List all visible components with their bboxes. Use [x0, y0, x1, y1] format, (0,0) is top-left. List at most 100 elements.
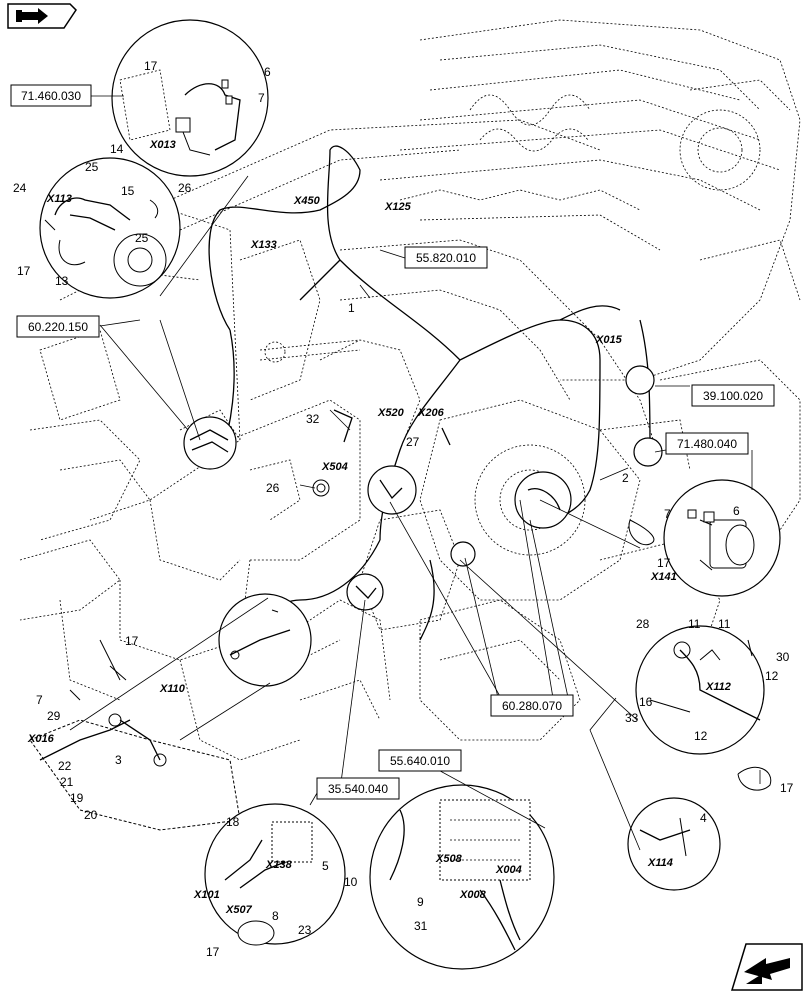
ref-box-60-280-070[interactable]: 60.280.070: [490, 694, 574, 717]
connector-x112: X112: [705, 681, 731, 693]
part-30: 30: [776, 650, 790, 664]
connector-x013: X013: [149, 139, 176, 151]
part-33: 33: [625, 711, 639, 725]
connector-x508: X508: [435, 853, 463, 865]
ref-box-55-820-010[interactable]: 55.820.010: [404, 246, 488, 269]
part-23: 23: [298, 923, 312, 937]
part-18: 18: [226, 815, 240, 829]
connector-x206: X206: [417, 407, 445, 419]
part-2: 2: [622, 471, 629, 485]
detail-bubble-x113: [39, 157, 181, 299]
svg-text:60.220.150: 60.220.150: [28, 320, 88, 334]
part-10: 10: [344, 875, 358, 889]
connector-x016: X016: [27, 733, 55, 745]
connector-x520: X520: [377, 407, 405, 419]
connector-x138: X138: [265, 859, 293, 871]
part-31: 31: [414, 919, 428, 933]
part-19: 19: [70, 791, 84, 805]
connector-x101: X101: [193, 889, 220, 901]
part-7b: 7: [36, 693, 43, 707]
main-harness: [208, 145, 651, 651]
connector-x133: X133: [250, 239, 277, 251]
part-12: 12: [765, 669, 779, 683]
part-32: 32: [306, 412, 320, 426]
ref-box-71-460-030[interactable]: 71.460.030: [10, 84, 92, 107]
detail-bubble-x112: [635, 625, 765, 755]
ref-box-60-220-150[interactable]: 60.220.150: [16, 315, 100, 338]
part-24: 24: [13, 181, 27, 195]
detail-bubble-small-left: [183, 416, 237, 470]
part-25b: 25: [135, 231, 149, 245]
detail-bubble-x508: [369, 784, 555, 970]
part-25: 25: [85, 160, 99, 174]
svg-text:60.280.070: 60.280.070: [502, 699, 562, 713]
part-12b: 12: [694, 729, 708, 743]
connector-x141: X141: [650, 571, 677, 583]
part-6: 6: [264, 65, 271, 79]
connector-x504: X504: [321, 461, 348, 473]
part-17c: 17: [657, 556, 671, 570]
part-15: 15: [121, 184, 135, 198]
part-26b: 26: [266, 481, 280, 495]
part-22: 22: [58, 759, 72, 773]
connector-x110: X110: [159, 683, 186, 695]
connector-x004: X004: [495, 864, 522, 876]
part-6b: 6: [733, 504, 740, 518]
part-14: 14: [110, 142, 124, 156]
part-4: 4: [700, 811, 707, 825]
detail-bubble-x101: [204, 803, 346, 946]
svg-text:71.460.030: 71.460.030: [21, 89, 81, 103]
connector-x114: X114: [647, 857, 673, 869]
ref-box-39-100-020[interactable]: 39.100.020: [691, 384, 775, 407]
svg-text:35.540.040: 35.540.040: [328, 782, 388, 796]
leader-lines: [69, 95, 761, 851]
part-7: 7: [258, 91, 265, 105]
loose-parts: [109, 409, 772, 791]
part-13: 13: [55, 274, 69, 288]
detail-bubble-center: [346, 365, 663, 611]
part-17d: 17: [125, 634, 139, 648]
part-17e: 17: [780, 781, 794, 795]
part-16: 16: [639, 695, 653, 709]
part-8: 8: [272, 909, 279, 923]
ref-box-35-540-040[interactable]: 35.540.040: [316, 777, 400, 800]
detail-bubble-mid-left: [218, 593, 312, 687]
part-9: 9: [417, 895, 424, 909]
svg-text:55.820.010: 55.820.010: [416, 251, 476, 265]
part-20: 20: [84, 808, 98, 822]
detail-bubble-x013: [111, 19, 269, 177]
part-11: 11: [688, 617, 701, 631]
part-17: 17: [144, 59, 158, 73]
part-3: 3: [115, 753, 122, 767]
part-1: 1: [348, 301, 355, 315]
part-26: 26: [178, 181, 192, 195]
part-17f: 17: [206, 945, 220, 959]
connector-x125: X125: [384, 201, 412, 213]
part-28: 28: [636, 617, 650, 631]
connector-x008: X008: [459, 889, 487, 901]
machine-outline: [19, 19, 801, 761]
detail-bubble-x141: [663, 479, 781, 597]
part-27: 27: [406, 435, 420, 449]
part-11b: 11: [718, 617, 731, 631]
folder-arrow-icon[interactable]: [7, 3, 77, 29]
svg-text:39.100.020: 39.100.020: [703, 389, 763, 403]
connector-labels: X013 X113 X450 X125 X133 X015 X520 X206 …: [27, 139, 731, 916]
svg-text:71.480.040: 71.480.040: [677, 437, 737, 451]
svg-text:55.640.010: 55.640.010: [390, 754, 450, 768]
detail-bubble-x110: [29, 639, 241, 831]
part-7c: 7: [664, 507, 671, 521]
part-5: 5: [322, 859, 329, 873]
connector-x113: X113: [46, 193, 72, 205]
part-21: 21: [60, 775, 74, 789]
part-17b: 17: [17, 264, 31, 278]
connector-x450: X450: [293, 195, 321, 207]
connector-x507: X507: [225, 904, 253, 916]
ref-box-71-480-040[interactable]: 71.480.040: [665, 432, 749, 455]
ref-box-55-640-010[interactable]: 55.640.010: [378, 749, 462, 772]
next-page-arrow-icon[interactable]: [730, 943, 803, 991]
part-29: 29: [47, 709, 61, 723]
detail-bubble-x114: [627, 797, 721, 891]
connector-x015: X015: [595, 334, 623, 346]
